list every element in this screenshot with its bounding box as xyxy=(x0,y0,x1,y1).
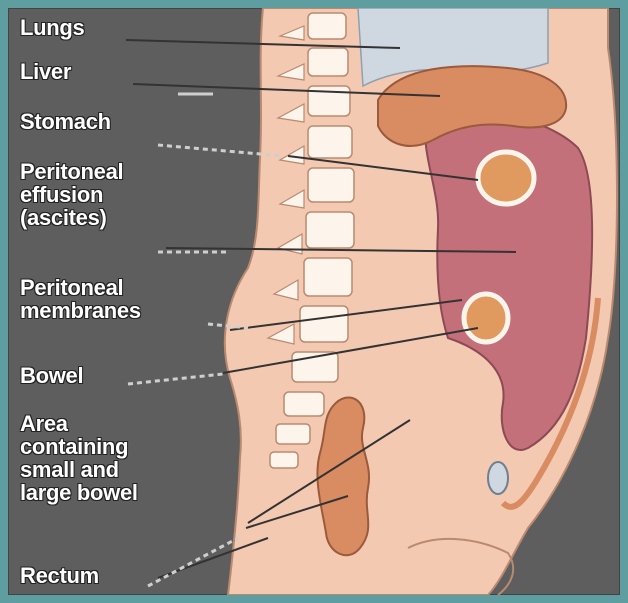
label-area-line-2: containing xyxy=(20,435,138,458)
label-peritoneal-effusion: Peritoneal effusion (ascites) xyxy=(20,160,123,229)
label-bowel: Bowel xyxy=(20,364,83,387)
label-area-line-1: Area xyxy=(20,412,138,435)
bowel-loop-shape xyxy=(464,294,508,342)
label-rectum: Rectum xyxy=(20,564,99,587)
label-peritoneal-effusion-line-3: (ascites) xyxy=(20,206,123,229)
label-peritoneal-membranes-line-2: membranes xyxy=(20,299,141,322)
rectum-shape xyxy=(317,397,369,555)
label-peritoneal-membranes: Peritoneal membranes xyxy=(20,276,141,322)
label-lungs: Lungs xyxy=(20,16,85,39)
label-area-small-large-bowel: Area containing small and large bowel xyxy=(20,412,138,504)
label-stomach: Stomach xyxy=(20,110,111,133)
label-peritoneal-effusion-line-1: Peritoneal xyxy=(20,160,123,183)
diagram-frame: Lungs Liver Stomach Peritoneal effusion … xyxy=(8,8,620,595)
label-area-line-3: small and xyxy=(20,458,138,481)
label-peritoneal-membranes-line-1: Peritoneal xyxy=(20,276,141,299)
label-peritoneal-effusion-line-2: effusion xyxy=(20,183,123,206)
label-area-line-4: large bowel xyxy=(20,481,138,504)
stomach-shape xyxy=(478,152,534,204)
label-liver: Liver xyxy=(20,60,71,83)
navel-detail xyxy=(488,462,508,494)
